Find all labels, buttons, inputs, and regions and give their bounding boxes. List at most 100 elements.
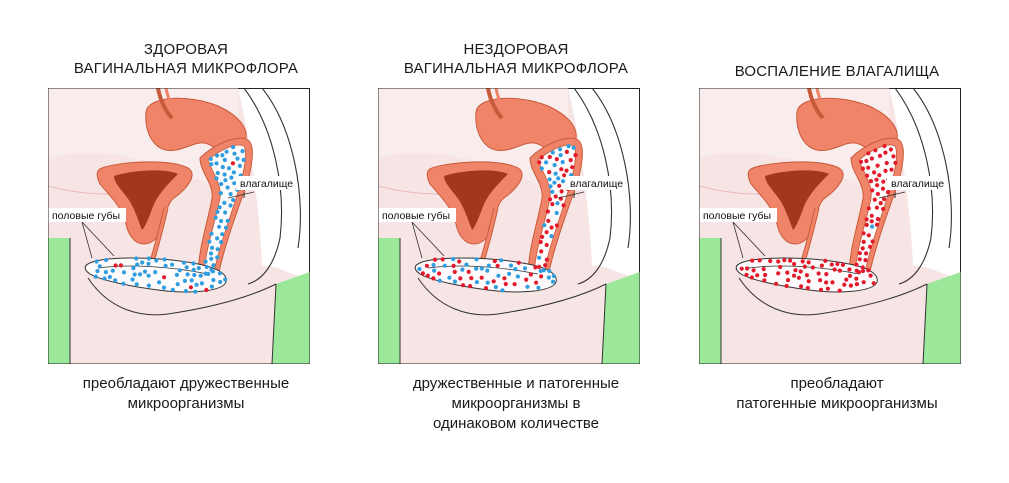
friendly-dot (228, 192, 233, 197)
pathogen-dot (893, 160, 898, 165)
pathogen-dot (544, 257, 549, 262)
pathogen-dot (868, 273, 873, 278)
friendly-dot (207, 239, 212, 244)
friendly-dot (560, 179, 566, 184)
friendly-dot (513, 267, 518, 272)
friendly-dot (220, 153, 225, 158)
friendly-dot (232, 151, 237, 156)
friendly-dot (235, 156, 240, 161)
friendly-dot (546, 275, 551, 280)
pathogen-dot (557, 183, 562, 188)
friendly-dot (220, 232, 225, 237)
pathogen-dot (452, 269, 457, 274)
friendly-dot (191, 267, 196, 272)
pathogen-dot (162, 275, 167, 280)
perineum-line (738, 277, 928, 316)
labia-fold (97, 265, 209, 275)
pathogen-dot (516, 260, 521, 265)
panel-title: ВОСПАЛЕНИЕ ВЛАГАЛИЩА (734, 63, 940, 80)
pathogen-dot (431, 276, 436, 281)
pathogen-dot (825, 286, 830, 291)
pathogen-dot (848, 283, 853, 288)
pathogen-dot (860, 246, 865, 251)
pathogen-dot (420, 271, 425, 276)
friendly-dot (219, 218, 224, 224)
pathogen-dot (550, 202, 555, 207)
pathogen-dot (798, 269, 803, 274)
friendly-dot (217, 271, 222, 276)
pathogen-dot (864, 222, 869, 227)
friendly-dot (223, 225, 229, 230)
pathogen-dot (788, 258, 793, 263)
friendly-dot (140, 260, 145, 265)
pathogen-dot (888, 147, 893, 152)
pathogen-dot (524, 277, 529, 282)
pathogen-dot (854, 268, 859, 273)
pathogen-dot (869, 219, 874, 224)
label-vagina: влагалище (240, 178, 293, 190)
pathogen-dot (796, 275, 801, 280)
pathogen-dot (537, 160, 542, 165)
pathogen-dot (884, 160, 889, 166)
leader-labia (81, 221, 115, 259)
friendly-dot (208, 156, 213, 162)
back-line (261, 88, 301, 249)
friendly-dot (192, 272, 197, 278)
pathogen-dot (776, 271, 781, 276)
label-labia-bg (699, 208, 777, 222)
pathogen-dot (739, 266, 744, 271)
pathogen-dot (847, 267, 852, 272)
pathogen-dot (867, 244, 873, 249)
pathogen-dot (864, 217, 869, 222)
friendly-dot (452, 279, 458, 284)
pathogen-dot (547, 170, 552, 175)
pathogen-dot (534, 280, 539, 285)
friendly-dot (157, 280, 162, 285)
buttock-line (243, 88, 283, 285)
pathogen-dot (847, 273, 853, 278)
pathogen-dot (791, 273, 797, 278)
friendly-dot (154, 258, 159, 263)
pathogen-dot (113, 263, 118, 268)
friendly-dot (209, 245, 215, 250)
friendly-dot (432, 268, 437, 273)
pathogen-dot (461, 283, 466, 288)
friendly-dot (507, 271, 512, 276)
pathogen-dot (885, 190, 891, 195)
pathogen-dot (745, 266, 750, 271)
friendly-dot (182, 278, 187, 283)
friendly-dot (217, 205, 222, 210)
friendly-dot (217, 224, 222, 229)
leader-vagina (557, 191, 585, 199)
panel-healthy: ЗДОРОВАЯ ВАГИНАЛЬНАЯ МИКРОФЛОРА влагалищ… (36, 0, 336, 483)
pathogen-dot (503, 281, 508, 287)
pathogen-dot (768, 258, 773, 264)
friendly-dot (146, 283, 151, 288)
friendly-dot (554, 210, 559, 216)
back-line (591, 88, 631, 249)
pathogen-dot (512, 282, 517, 287)
friendly-dot (544, 160, 549, 165)
pathogen-dot (869, 213, 874, 218)
pathogen-dot (877, 173, 882, 178)
friendly-dot (220, 165, 225, 170)
friendly-dot (177, 268, 182, 273)
pathogen-dot (424, 263, 429, 268)
friendly-dot (442, 263, 447, 268)
friendly-dot (137, 272, 143, 277)
friendly-dot (548, 184, 553, 189)
pathogen-dot (881, 179, 886, 184)
friendly-dot (214, 153, 220, 158)
pathogen-dot (805, 285, 810, 291)
pathogen-dot (466, 269, 471, 274)
pathogen-dot (816, 271, 821, 276)
friendly-dot (870, 224, 875, 229)
friendly-dot (191, 261, 196, 266)
friendly-dot (571, 145, 576, 150)
friendly-dot (142, 269, 148, 274)
pathogen-dot (118, 263, 123, 268)
